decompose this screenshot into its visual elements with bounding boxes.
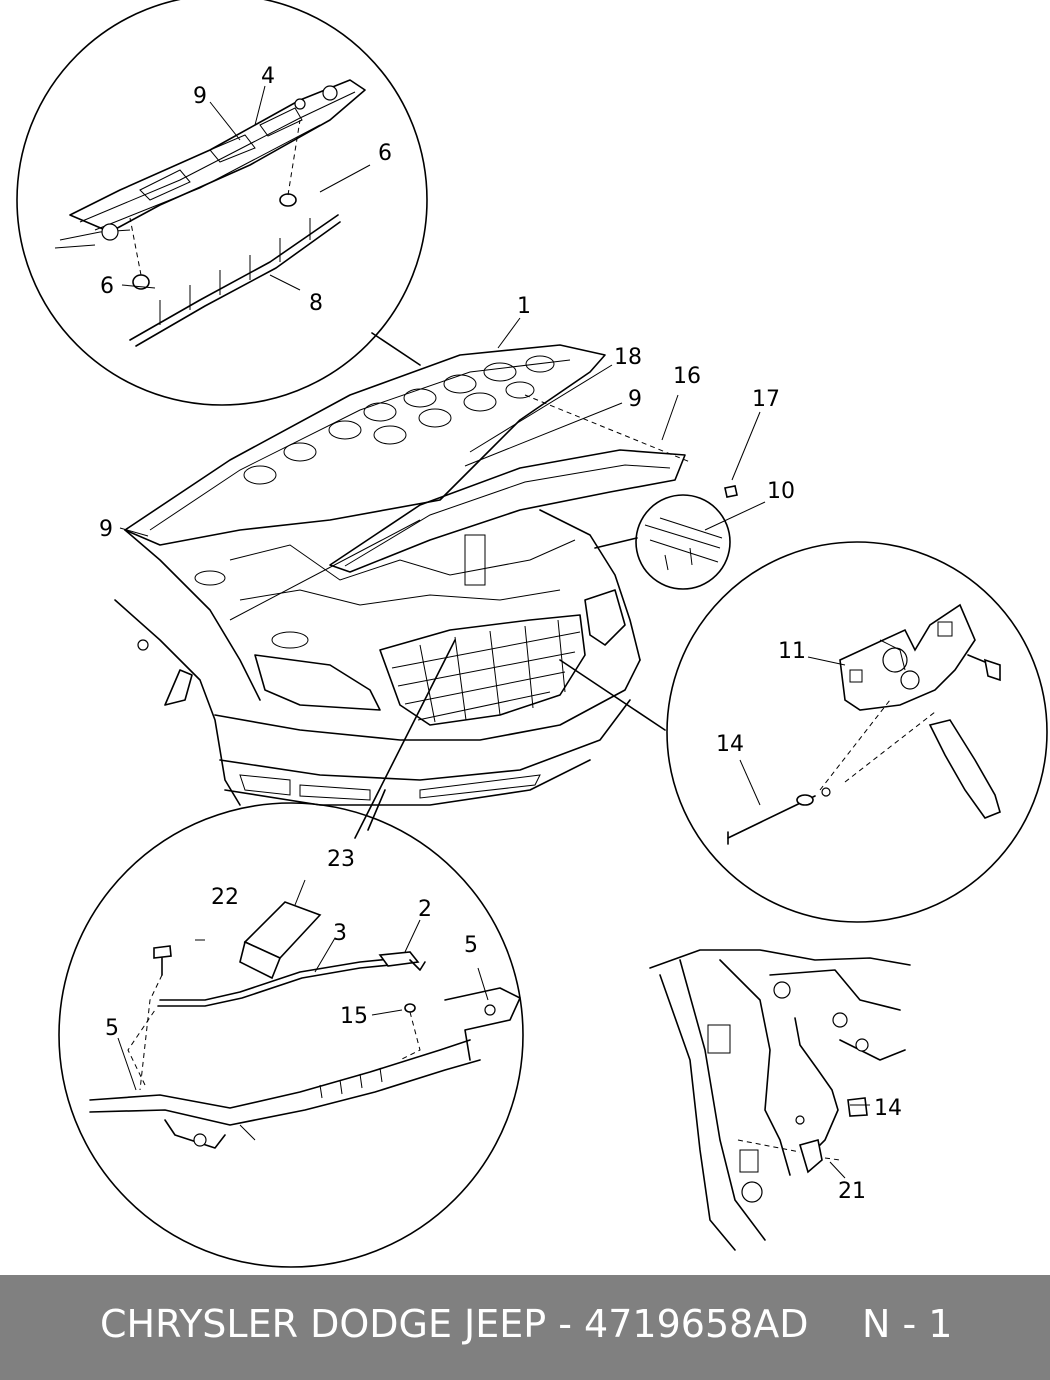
detail-circle-clip [635, 494, 766, 590]
detail-fender-cable-routing [649, 949, 911, 1251]
callout-22: 22 [211, 885, 239, 910]
callout-5-left: 5 [105, 1016, 119, 1041]
callout-9-left: 9 [99, 517, 113, 542]
callout-21: 21 [838, 1179, 866, 1204]
callout-1: 1 [517, 294, 531, 319]
callout-10: 10 [767, 479, 795, 504]
page-reference: N - 1 [862, 1302, 953, 1346]
callout-3: 3 [333, 921, 347, 946]
callout-14-latch: 14 [716, 732, 744, 757]
callout-23: 23 [327, 847, 355, 872]
callout-16: 16 [673, 364, 701, 389]
callout-2: 2 [418, 897, 432, 922]
callout-labels: 4 9 6 6 8 1 18 16 9 17 10 9 11 14 23 22 … [99, 64, 902, 1204]
detail-circle-cable-routing [58, 802, 524, 1268]
footer-bar: CHRYSLER DODGE JEEP - 4719658AD N - 1 [0, 1275, 1050, 1380]
vehicle-front-view [114, 317, 761, 839]
grille-bars [391, 619, 581, 723]
callout-6-right: 6 [378, 141, 392, 166]
part-number-title: CHRYSLER DODGE JEEP - 4719658AD [100, 1302, 809, 1346]
callout-17: 17 [752, 387, 780, 412]
callout-6-left: 6 [100, 274, 114, 299]
detail-circle-cowl-seal [16, 0, 428, 406]
detail-circle-hood-latch [666, 541, 1048, 923]
hood-inner-holes [243, 355, 555, 485]
parts-diagram: 4 9 6 6 8 1 18 16 9 17 10 9 11 14 23 22 … [16, 0, 1048, 1268]
callout-14-fender: 14 [874, 1096, 902, 1121]
callout-5-right: 5 [464, 933, 478, 958]
callout-8: 8 [309, 291, 323, 316]
callout-11: 11 [778, 639, 806, 664]
callout-15: 15 [340, 1004, 368, 1029]
callout-9-upper: 9 [628, 387, 642, 412]
callout-18: 18 [614, 345, 642, 370]
callout-9-detail: 9 [193, 84, 207, 109]
callout-4: 4 [261, 64, 275, 89]
